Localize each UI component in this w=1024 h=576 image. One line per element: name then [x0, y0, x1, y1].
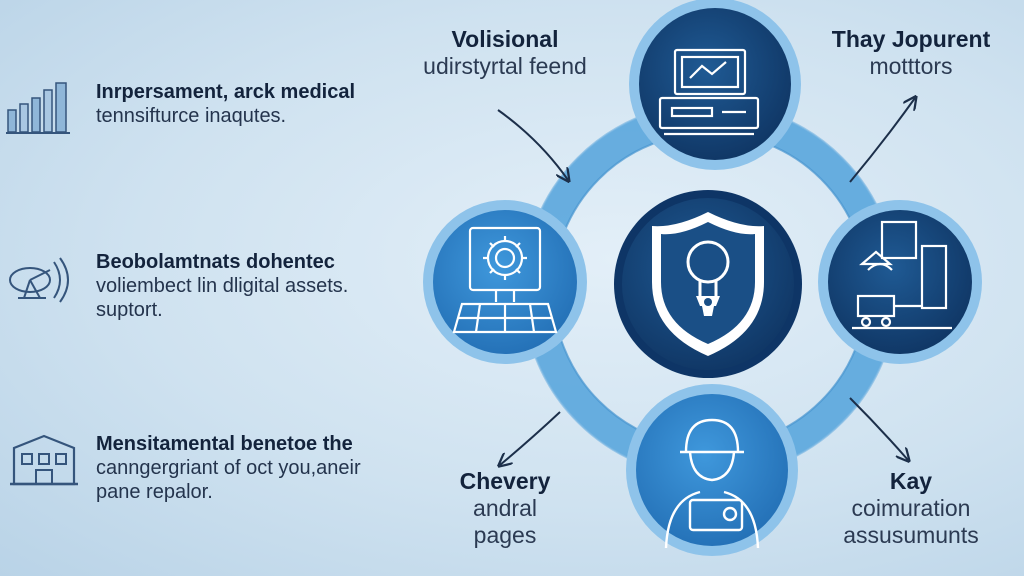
label-bottom-left: Chevery andral pages — [432, 468, 578, 549]
node-top — [629, 0, 801, 170]
legend-item-1: Inrpersament, arck medical tennsifturce … — [4, 80, 355, 140]
building-icon — [10, 434, 78, 486]
label-top: Volisional udirstyrtal feend — [400, 26, 610, 80]
computer-workstation-icon — [658, 48, 760, 136]
label-bottom-right-sub: coimuration — [851, 495, 971, 521]
arrow-bottom-left — [500, 411, 561, 465]
label-top-right-title: Thay Jopurent — [831, 26, 991, 52]
legend-item-1-title: Inrpersament, arck medical — [96, 81, 356, 103]
gear-monitor-icon — [452, 226, 558, 334]
node-left — [423, 200, 587, 364]
node-center — [614, 190, 802, 378]
node-right — [818, 200, 982, 364]
legend-item-1-desc: tennsifturce inaqutes. — [96, 105, 287, 127]
satellite-dish-icon — [9, 257, 69, 303]
label-top-title: Volisional — [451, 26, 559, 52]
legend-item-2-desc-2: suptort. — [96, 299, 163, 321]
label-bottom-left-sub-2: pages — [473, 522, 537, 548]
legend-item-3: Mensitamental benetoe the canngergriant … — [4, 432, 361, 504]
legend-item-2-title: Beobolamtnats dohentec — [96, 251, 335, 273]
arrow-bottom-right — [849, 397, 908, 460]
label-top-right: Thay Jopurent motttors — [818, 26, 1004, 80]
legend-item-2-desc: voliembect lin dligital assets. — [96, 275, 349, 297]
node-bottom — [626, 384, 798, 556]
legend-item-3-title: Mensitamental benetoe the — [96, 433, 353, 455]
label-bottom-right-sub-2: assusumunts — [843, 522, 979, 548]
label-top-right-sub: motttors — [869, 53, 953, 79]
bar-chart-icon — [6, 82, 70, 134]
label-top-sub: udirstyrtal feend — [423, 53, 587, 79]
legend-item-2: Beobolamtnats dohentec voliembect lin dl… — [4, 250, 348, 322]
shield-lightbulb-icon — [652, 212, 764, 356]
machinery-icon — [852, 220, 952, 330]
arrow-top-left — [497, 109, 568, 180]
worker-icon — [664, 418, 760, 549]
label-bottom-right-title: Kay — [889, 468, 933, 494]
label-bottom-left-title: Chevery — [459, 468, 551, 494]
arrow-top-right — [849, 98, 915, 183]
label-bottom-left-sub: andral — [473, 495, 537, 521]
legend-item-3-desc-2: pane repalor. — [96, 481, 213, 503]
legend-item-3-desc: canngergriant of oct you,aneir — [96, 457, 361, 479]
label-bottom-right: Kay coimuration assusumunts — [818, 468, 1004, 549]
